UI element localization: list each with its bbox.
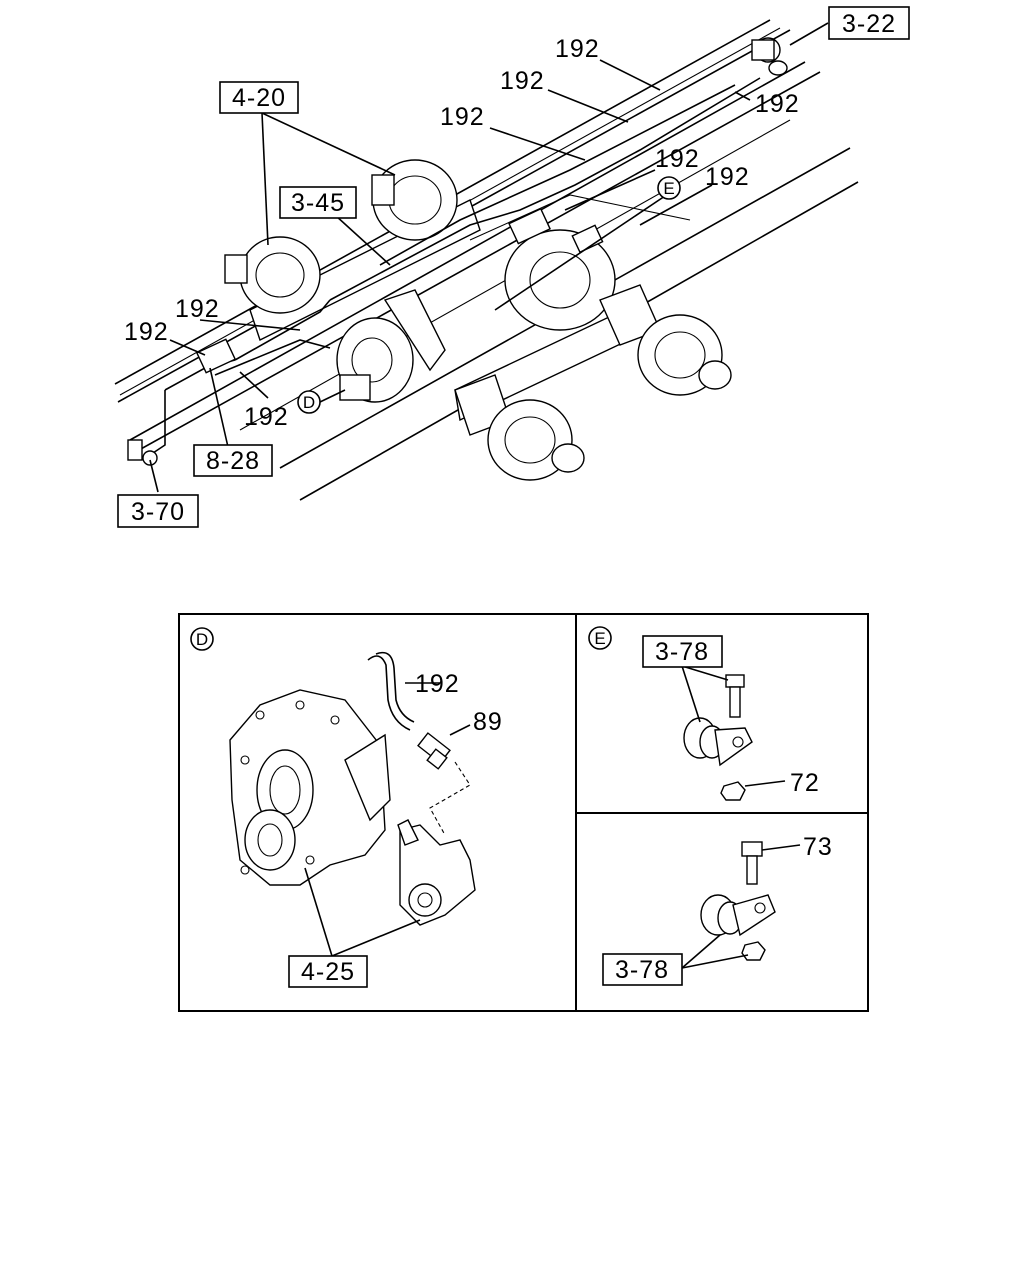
detail-marker-e: E xyxy=(663,179,674,198)
ref-label-4-20: 4-20 xyxy=(232,84,286,112)
part-label-192: 192 xyxy=(175,295,220,323)
hub-rear-right xyxy=(637,314,732,396)
detail-marker-d-main: D xyxy=(297,390,321,414)
part-label-89: 89 xyxy=(473,708,503,736)
hub-front-left xyxy=(224,236,321,314)
wheel-hubs xyxy=(224,159,732,481)
detail-marker-e: E xyxy=(594,629,605,648)
ref-box-3-22: 3-22 xyxy=(828,6,910,40)
ref-label-3-45: 3-45 xyxy=(291,189,345,217)
ref-box-8-28: 8-28 xyxy=(193,444,273,477)
diff-lock-actuator xyxy=(397,819,476,926)
hub-front-right xyxy=(487,399,585,481)
ref-label-3-70: 3-70 xyxy=(131,498,185,526)
clamp xyxy=(683,717,753,767)
ref-box-4-20: 4-20 xyxy=(219,81,299,114)
part-label-192: 192 xyxy=(500,67,545,95)
breather-pipes xyxy=(127,77,761,466)
fitting-3-22 xyxy=(751,37,788,76)
part-label-192: 192 xyxy=(415,670,460,698)
ref-label-4-25: 4-25 xyxy=(301,958,355,986)
part-label-73: 73 xyxy=(803,833,833,861)
ref-label-3-78: 3-78 xyxy=(655,638,709,666)
detail-panels: D xyxy=(178,613,869,1012)
bolt xyxy=(741,841,763,885)
ref-box-3-70: 3-70 xyxy=(117,494,199,528)
part-labels-192: 192 192 192 192 192 192 192 192 192 xyxy=(124,35,800,431)
part-label-192: 192 xyxy=(124,318,169,346)
ref-box-3-45: 3-45 xyxy=(279,186,357,219)
hub-rear-left xyxy=(371,159,458,241)
nut xyxy=(720,781,746,801)
ref-label-8-28: 8-28 xyxy=(206,447,260,475)
part-label-192: 192 xyxy=(440,103,485,131)
breather-fitting xyxy=(417,732,451,770)
detail-e-lower: 73 3-78 xyxy=(602,833,833,986)
detail-marker-d-panel: D xyxy=(190,627,214,651)
detail-e-panel: E 3-78 72 xyxy=(588,626,820,801)
bolt xyxy=(725,674,745,718)
part-label-192: 192 xyxy=(705,163,750,191)
breather-hose xyxy=(367,651,415,731)
ref-label-3-22: 3-22 xyxy=(842,10,896,38)
part-label-192: 192 xyxy=(655,145,700,173)
ref-box-4-25: 4-25 xyxy=(288,955,368,988)
part-label-192: 192 xyxy=(244,403,289,431)
ref-box-3-78-top: 3-78 xyxy=(642,635,723,668)
detail-marker-e-main: E xyxy=(657,176,681,200)
differential-carrier xyxy=(336,289,446,403)
nut xyxy=(741,941,766,961)
ref-box-3-78-bottom: 3-78 xyxy=(602,953,683,986)
detail-d-panel: D xyxy=(190,627,503,988)
detail-marker-d: D xyxy=(303,393,315,412)
leader-lines xyxy=(149,22,829,493)
clamp xyxy=(700,894,776,937)
part-label-192: 192 xyxy=(755,90,800,118)
part-label-72: 72 xyxy=(790,769,820,797)
part-label-192: 192 xyxy=(555,35,600,63)
main-assembly-view: 3-22 4-20 3-45 8-28 3-70 192 192 192 192… xyxy=(114,6,910,528)
ref-label-3-78: 3-78 xyxy=(615,956,669,984)
detail-marker-e-panel: E xyxy=(588,626,612,650)
detail-marker-d: D xyxy=(196,630,208,649)
carrier-housing xyxy=(229,689,391,886)
